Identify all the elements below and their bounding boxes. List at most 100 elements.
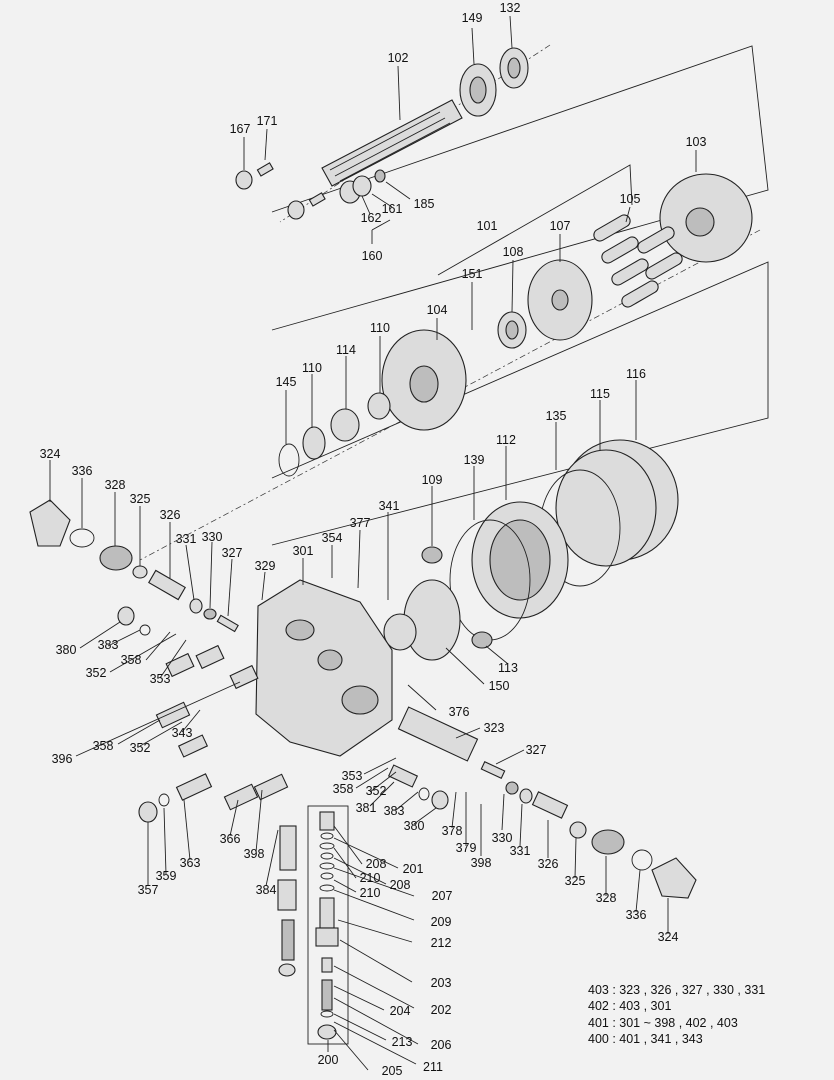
spring-328-left: [99, 545, 133, 571]
plug-396: [229, 664, 259, 690]
callout-110-lower: 110: [302, 361, 322, 375]
callout-167: 167: [229, 122, 251, 136]
ring-110b: [302, 426, 326, 460]
bearing-150: [383, 613, 417, 651]
spring-204: [321, 979, 333, 1011]
callout-343: 343: [171, 726, 193, 740]
plug-353-left: [165, 652, 195, 678]
callout-108: 108: [502, 245, 524, 259]
callout-326-left: 326: [159, 508, 181, 522]
callout-211: 211: [423, 1060, 443, 1074]
assembly-legend-line-3: 401 : 301 ~ 398 , 402 , 403: [588, 1016, 738, 1030]
callout-354: 354: [321, 531, 343, 545]
callout-383-right: 383: [383, 804, 405, 818]
plug-343: [155, 701, 191, 729]
callout-330-right: 330: [491, 831, 513, 845]
plug-363: [175, 773, 213, 801]
callout-352-lower: 352: [365, 784, 387, 798]
callout-336-left: 336: [71, 464, 93, 478]
oring-331-right: [519, 788, 533, 804]
callout-379: 379: [455, 841, 477, 855]
callout-206: 206: [430, 1038, 452, 1052]
callout-376: 376: [448, 705, 470, 719]
callout-357: 357: [137, 883, 159, 897]
callout-162: 162: [360, 211, 382, 225]
callout-112: 112: [496, 433, 516, 447]
callout-326-right: 326: [537, 857, 559, 871]
poppet-327-right: [480, 760, 506, 780]
shaft-centerline: [279, 44, 551, 223]
callout-380-right: 380: [403, 819, 425, 833]
callout-327-left: 327: [221, 546, 243, 560]
callout-352-middle: 352: [129, 741, 151, 755]
callout-329: 329: [254, 559, 276, 573]
callout-331-right: 331: [509, 844, 531, 858]
callout-207: 207: [431, 889, 453, 903]
assembly-legend-line-2: 402 : 403 , 301: [588, 999, 672, 1013]
callout-102: 102: [387, 51, 409, 65]
callout-114: 114: [336, 343, 356, 357]
shaft-102: [321, 99, 463, 187]
spring-185: [374, 169, 386, 183]
callout-161: 161: [381, 202, 403, 216]
callout-328-left: 328: [104, 478, 126, 492]
sleeve-201: [319, 811, 335, 831]
part-160-left: [287, 200, 305, 220]
callout-209: 209: [430, 915, 452, 929]
spring-109: [421, 546, 443, 564]
callout-341: 341: [378, 499, 400, 513]
callout-213: 213: [391, 1035, 413, 1049]
piston-group-105: [593, 214, 683, 308]
plug-366: [223, 783, 259, 811]
callout-358-lower: 358: [332, 782, 354, 796]
ring-110a: [367, 392, 391, 420]
callout-325-right: 325: [564, 874, 586, 888]
callout-328-right: 328: [595, 891, 617, 905]
disc-115: [555, 449, 657, 567]
valve-sleeve-323: [397, 706, 479, 762]
oring-336-left: [69, 528, 95, 548]
plug-357: [138, 801, 158, 823]
callout-145: 145: [275, 375, 297, 389]
callout-336-right: 336: [625, 908, 647, 922]
oring-383-left: [139, 624, 151, 636]
callout-103: 103: [685, 135, 707, 149]
callout-132: 132: [499, 1, 521, 15]
callout-116: 116: [626, 367, 646, 381]
callout-358-upper: 358: [120, 653, 142, 667]
spring-113: [471, 631, 493, 649]
leader-lines: [49, 15, 697, 1071]
callout-330-left: 330: [201, 530, 223, 544]
callout-139: 139: [463, 453, 485, 467]
callout-363: 363: [179, 856, 201, 870]
spring-330-right: [505, 781, 519, 795]
callout-204: 204: [389, 1004, 411, 1018]
callout-110-upper: 110: [370, 321, 390, 335]
callout-377: 377: [349, 516, 371, 530]
callout-203: 203: [430, 976, 452, 990]
plug-358-left: [195, 644, 225, 670]
callout-380-left: 380: [55, 643, 77, 657]
callout-107: 107: [549, 219, 571, 233]
callout-160: 160: [361, 249, 383, 263]
callout-101: 101: [476, 219, 498, 233]
plug-398: [253, 773, 289, 801]
callout-210-upper: 210: [359, 871, 381, 885]
callout-151: 151: [461, 267, 483, 281]
oring-331-left: [189, 598, 203, 614]
callout-383-left: 383: [97, 638, 119, 652]
plug-212: [315, 927, 339, 947]
callout-212: 212: [430, 936, 452, 950]
pin-160: [308, 192, 326, 207]
spring-330-left: [203, 608, 217, 620]
callout-325-left: 325: [129, 492, 151, 506]
callout-353-lower: 353: [341, 769, 363, 783]
callout-352-upper: 352: [85, 666, 107, 680]
callout-115: 115: [590, 387, 610, 401]
callout-149: 149: [461, 11, 483, 25]
callout-135: 135: [545, 409, 567, 423]
callout-109: 109: [421, 473, 443, 487]
group-frame-101: [271, 45, 769, 331]
pin-171: [256, 162, 274, 177]
